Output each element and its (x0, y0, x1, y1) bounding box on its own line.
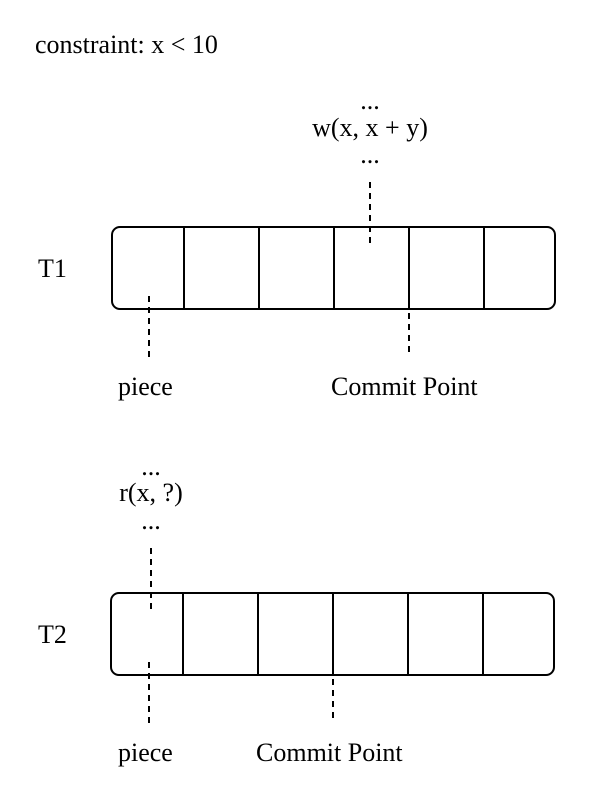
t2-operation: r(x, ?) (119, 478, 183, 507)
t2-op-ellipsis-below: ... (141, 506, 161, 535)
t2-piece-bar (110, 592, 555, 676)
t1-commit-point-label: Commit Point (331, 372, 478, 401)
t1-op-ellipsis-below: ... (360, 140, 380, 169)
t2-op-ellipsis-above: ... (141, 452, 161, 481)
t2-commit-point-label: Commit Point (256, 738, 403, 767)
t1-piece-bar (111, 226, 556, 310)
t2-label: T2 (38, 620, 67, 649)
t1-label: T1 (38, 254, 67, 283)
t1-op-ellipsis-above: ... (360, 86, 380, 115)
constraint-text: constraint: x < 10 (35, 30, 218, 59)
t2-piece-label: piece (118, 738, 173, 767)
t1-operation: w(x, x + y) (312, 113, 428, 142)
t1-piece-label: piece (118, 372, 173, 401)
